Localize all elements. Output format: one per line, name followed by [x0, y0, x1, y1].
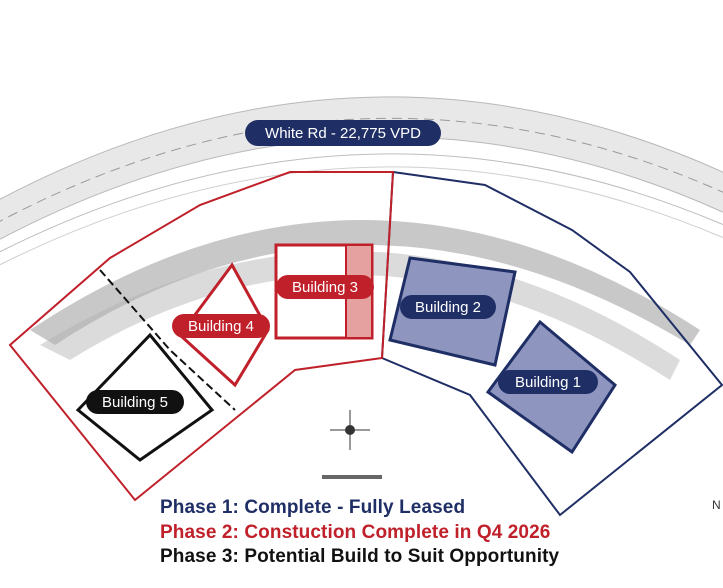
- road-label-text: White Rd - 22,775 VPD: [265, 125, 421, 142]
- phase1-boundary: [380, 170, 723, 517]
- north-arrow-icon: [330, 410, 370, 450]
- building-2-badge: [400, 295, 496, 319]
- phase2-boundary: [8, 171, 395, 502]
- building-2-label: Building 2: [415, 299, 481, 316]
- road-white-rd: [0, 96, 723, 266]
- building-1-badge: [498, 370, 598, 394]
- building-1-label: Building 1: [515, 374, 581, 391]
- building-3-label: Building 3: [292, 279, 358, 296]
- legend-phase-2: Phase 2: Constuction Complete in Q4 2026: [160, 521, 551, 543]
- building-4-label: Building 4: [188, 318, 254, 335]
- edge-note: N: [712, 498, 721, 512]
- building-4-badge: [172, 314, 270, 338]
- legend-phase-1: Phase 1: Complete - Fully Leased: [160, 497, 466, 518]
- road-label-badge: [245, 120, 441, 146]
- building-5-label: Building 5: [102, 394, 168, 411]
- legend-phase-3: Phase 3: Potential Build to Suit Opportu…: [160, 546, 560, 567]
- building-3-badge: [276, 275, 374, 299]
- building-5-badge: [86, 390, 184, 414]
- parking-area: [30, 220, 700, 380]
- phase-legend: Phase 1: Complete - Fully Leased Phase 2…: [160, 496, 680, 570]
- scale-bar: [322, 475, 382, 479]
